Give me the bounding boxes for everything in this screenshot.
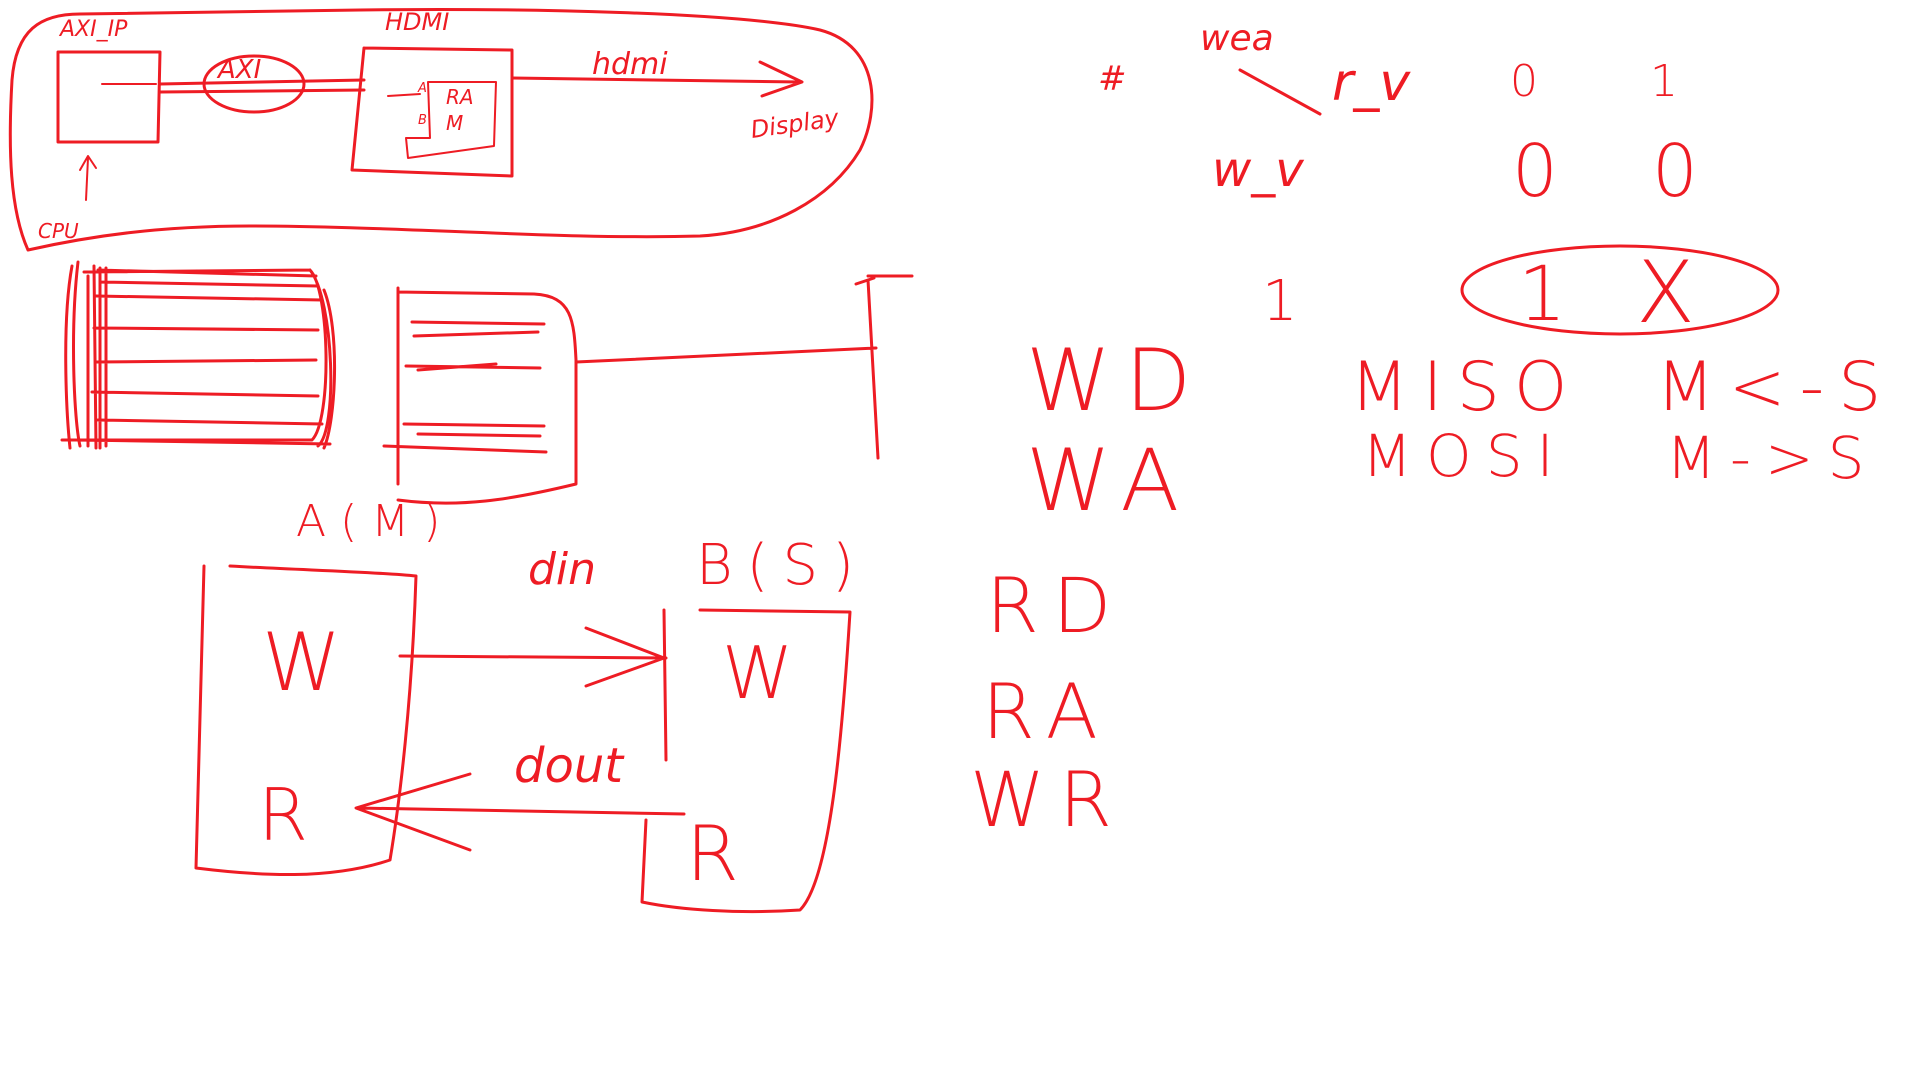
wr-port-diagram: W R W R din B(S) dout bbox=[194, 533, 868, 914]
wea-label: wea bbox=[1200, 18, 1274, 59]
ram-label-bottom: M bbox=[446, 111, 463, 135]
axi-bubble bbox=[202, 54, 306, 114]
port-b-s-label: B(S) bbox=[696, 533, 868, 598]
col-0-header: 0 bbox=[1510, 56, 1552, 107]
hdmi-output-arrow bbox=[510, 60, 804, 98]
spi-mosi: MOSI bbox=[1362, 422, 1568, 490]
cell-1-0: 1 bbox=[1518, 249, 1580, 338]
spi-mosi-direction: M->S bbox=[1666, 424, 1878, 492]
system-block-diagram: AXI_IP CPU AXI HDMI RA M A B hdmi Displa… bbox=[8, 8, 874, 252]
memory-sketch: A(M) bbox=[60, 260, 914, 547]
col-1-header: 1 bbox=[1650, 56, 1692, 107]
hdmi-box bbox=[350, 46, 514, 178]
r-v-label: r_v bbox=[1332, 53, 1411, 113]
memory-block-right bbox=[382, 286, 578, 505]
hdmi-signal-label: hdmi bbox=[592, 47, 668, 82]
signal-wr: WR bbox=[970, 755, 1126, 844]
hdmi-label: HDMI bbox=[385, 8, 449, 36]
dout-arrow bbox=[354, 772, 686, 852]
signal-wd: WD bbox=[1026, 331, 1205, 431]
port-a-box bbox=[194, 564, 418, 877]
signal-rd: RD bbox=[986, 561, 1125, 650]
port-b-label: B bbox=[418, 113, 427, 128]
cell-0-1: 0 bbox=[1652, 129, 1712, 213]
signal-ra: RA bbox=[982, 667, 1112, 756]
left-w-label: W bbox=[262, 616, 355, 709]
wea-truth-table: # wea r_v w_v 0 1 0 0 1 1 X bbox=[1098, 18, 1780, 343]
table-diagonal bbox=[1238, 68, 1322, 116]
axi-ip-box bbox=[56, 50, 162, 144]
ram-box bbox=[405, 81, 497, 159]
w-v-label: w_v bbox=[1212, 142, 1304, 198]
dout-label: dout bbox=[514, 738, 625, 794]
left-r-label: R bbox=[258, 773, 322, 857]
cell-1-1: X bbox=[1636, 243, 1709, 343]
port-a-label: A bbox=[417, 81, 427, 96]
right-w-label: W bbox=[722, 631, 807, 715]
ram-label-top: RA bbox=[446, 85, 474, 109]
axi-bus bbox=[158, 78, 366, 94]
signal-list: WD WA RD RA WR bbox=[970, 331, 1205, 844]
system-outline bbox=[8, 8, 874, 252]
memory-block-left bbox=[60, 260, 337, 450]
signal-wa: WA bbox=[1026, 431, 1193, 531]
axi-ip-label: AXI_IP bbox=[58, 17, 128, 42]
port-b-box bbox=[640, 608, 852, 914]
row-1-header: 1 bbox=[1262, 269, 1312, 334]
axi-label: AXI bbox=[216, 55, 261, 85]
din-arrow bbox=[398, 626, 668, 688]
right-r-label: R bbox=[686, 809, 753, 898]
spi-miso-direction: M<-S bbox=[1656, 348, 1895, 427]
table-corner-mark: # bbox=[1098, 59, 1127, 99]
din-label: din bbox=[528, 544, 596, 595]
display-label: Display bbox=[749, 104, 841, 144]
spi-notes: MISO M<-S MOSI M->S bbox=[1350, 348, 1895, 492]
highlight-oval bbox=[1460, 244, 1780, 336]
cell-0-0: 0 bbox=[1512, 129, 1572, 213]
memory-port-label: A(M) bbox=[296, 496, 454, 547]
cpu-arrow bbox=[79, 155, 97, 201]
spi-miso: MISO bbox=[1350, 348, 1581, 427]
memory-connector bbox=[574, 274, 914, 460]
cpu-label: CPU bbox=[38, 219, 79, 243]
